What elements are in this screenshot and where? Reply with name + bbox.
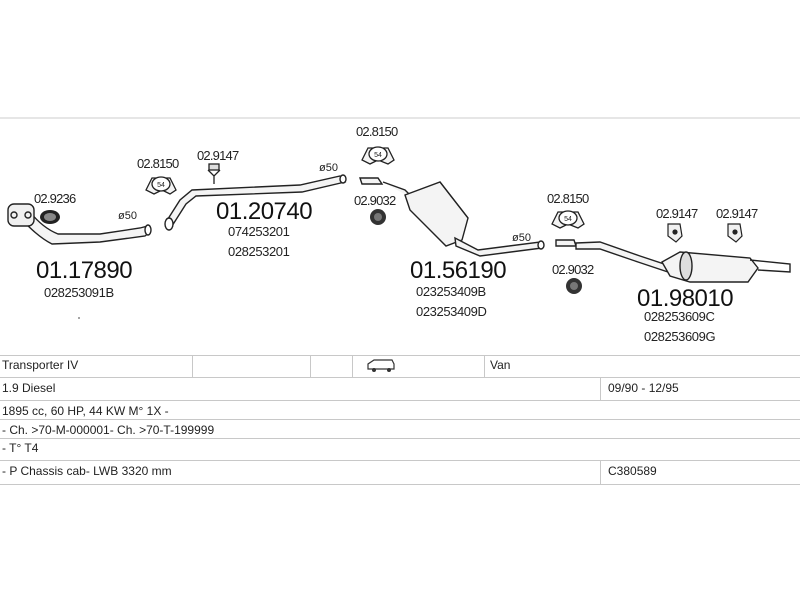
centre-silencer-01-56190[interactable] — [359, 177, 545, 257]
part-number-01-98010[interactable]: 01.98010 — [637, 285, 734, 312]
engine-spec: 1895 cc, 60 HP, 44 KW M° 1X - — [2, 404, 169, 418]
front-pipe-01-17890[interactable] — [7, 203, 152, 245]
rubber-ring-icon[interactable] — [370, 209, 386, 225]
pipe-diameter-3: ø50 — [512, 232, 531, 244]
vehicle-model: Transporter IV — [2, 358, 79, 372]
rubber-hanger-icon[interactable] — [727, 223, 743, 243]
catalog-code: C380589 — [608, 464, 657, 478]
clamp-size: 54 — [157, 182, 165, 189]
clamp-size: 54 — [564, 216, 572, 223]
oem-ref: 028253609C — [644, 309, 715, 324]
accessory-02-9236[interactable]: 02.9236 — [34, 191, 76, 206]
flange-gasket-icon[interactable] — [40, 210, 60, 224]
accessory-02-9147-3[interactable]: 02.9147 — [716, 206, 758, 221]
bracket-icon[interactable] — [207, 163, 221, 184]
part-number-01-17890[interactable]: 01.17890 — [36, 257, 133, 284]
van-icon — [366, 358, 396, 377]
rear-silencer-01-98010[interactable] — [555, 239, 791, 283]
accessory-02-9032-1[interactable]: 02.9032 — [354, 193, 396, 208]
oem-ref: 028253201 — [228, 244, 290, 259]
pipe-diameter-1: ø50 — [118, 210, 137, 222]
rubber-ring-icon[interactable] — [566, 278, 582, 294]
accessory-02-9147-1[interactable]: 02.9147 — [197, 148, 239, 163]
clamp-54-icon[interactable]: 54 — [551, 210, 585, 229]
vehicle-type: - T° T4 — [2, 441, 39, 455]
part-number-01-20740[interactable]: 01.20740 — [216, 198, 313, 225]
accessory-02-9032-2[interactable]: 02.9032 — [552, 262, 594, 277]
accessory-02-8150-3[interactable]: 02.8150 — [547, 191, 589, 206]
clamp-54-icon[interactable]: 54 — [145, 176, 177, 195]
oem-ref: 028253091B — [44, 285, 114, 300]
engine: 1.9 Diesel — [2, 381, 56, 395]
accessory-02-8150-2[interactable]: 02.8150 — [356, 124, 398, 139]
intermediate-pipe-01-20740[interactable] — [164, 174, 347, 231]
oem-ref: 023253409D — [416, 304, 487, 319]
vehicle-variant: - P Chassis cab- LWB 3320 mm — [2, 464, 172, 478]
production-years: 09/90 - 12/95 — [608, 381, 679, 395]
rubber-hanger-icon[interactable] — [667, 223, 683, 243]
oem-ref: 028253609G — [644, 329, 716, 344]
oem-ref: 074253201 — [228, 224, 290, 239]
chassis-range: - Ch. >70-M-000001- Ch. >70-T-199999 — [2, 423, 215, 437]
vehicle-body-type: Van — [490, 358, 511, 372]
clamp-size: 54 — [374, 152, 382, 159]
accessory-02-8150-1[interactable]: 02.8150 — [137, 156, 179, 171]
clamp-54-icon[interactable]: 54 — [361, 146, 395, 165]
pipe-diameter-2: ø50 — [319, 162, 338, 174]
accessory-02-9147-2[interactable]: 02.9147 — [656, 206, 698, 221]
part-number-01-56190[interactable]: 01.56190 — [410, 257, 507, 284]
oem-ref: 023253409B — [416, 284, 486, 299]
